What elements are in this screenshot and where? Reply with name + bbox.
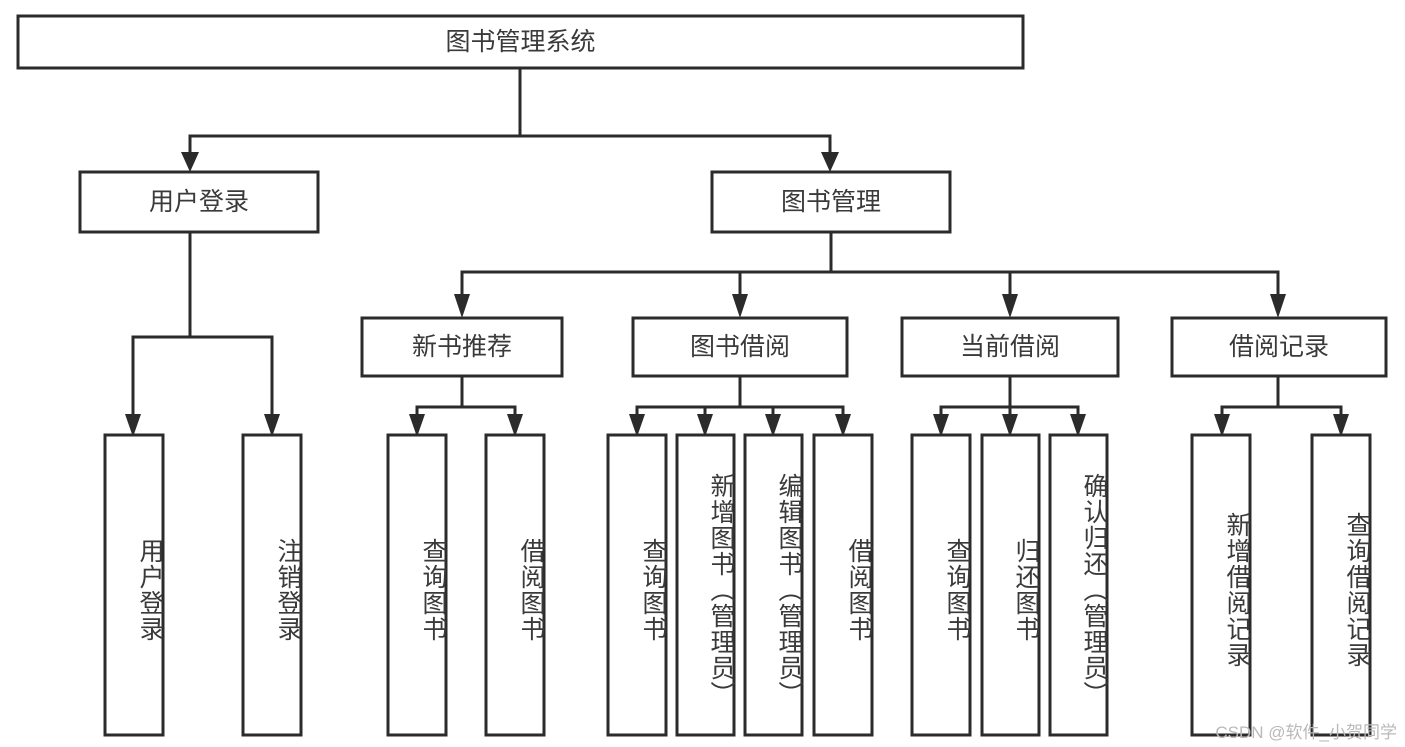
arrow-head-nbr-leaf-1: [409, 414, 425, 437]
arrow-head-bb-leaf-2: [697, 414, 713, 437]
arrow-head-to-book-mgmt: [821, 152, 839, 172]
arrow-head-user-login-leaf-1: [125, 414, 141, 437]
connector-current-borrow-bus: [939, 374, 1080, 420]
node-new-book-recommend-box[interactable]: [360, 316, 564, 378]
node-borrow-records-box[interactable]: [1170, 316, 1388, 378]
connector-book-mgmt-bus: [460, 230, 1280, 299]
node-root-box[interactable]: [16, 14, 1025, 70]
leaf-box-user-login-0[interactable]: [103, 433, 165, 737]
leaf-box-nbr-0[interactable]: [386, 433, 448, 737]
leaf-box-br-0[interactable]: [1190, 433, 1252, 737]
arrow-head-to-new-book-recommend: [454, 294, 470, 318]
node-book-borrow-box[interactable]: [631, 316, 849, 378]
arrow-head-cb-leaf-3: [1070, 414, 1086, 437]
leaf-box-br-1[interactable]: [1310, 433, 1372, 737]
arrow-head-to-book-borrow: [732, 294, 748, 318]
leaf-box-cb-0[interactable]: [910, 433, 972, 737]
leaf-box-bb-2[interactable]: [743, 433, 804, 737]
leaf-box-bb-0[interactable]: [606, 433, 668, 737]
arrow-head-bb-leaf-4: [835, 414, 851, 437]
leaf-box-bb-3[interactable]: [812, 433, 874, 737]
arrow-head-to-user-login: [181, 152, 199, 172]
leaf-box-nbr-1[interactable]: [484, 433, 546, 737]
arrow-head-bb-leaf-1: [629, 414, 645, 437]
arrow-head-br-leaf-2: [1333, 414, 1349, 437]
connector-user-login-bus: [131, 230, 274, 420]
arrow-head-to-borrow-records: [1270, 294, 1286, 318]
arrow-head-to-current-borrow: [1002, 294, 1018, 318]
leaf-box-bb-1[interactable]: [675, 433, 736, 737]
node-book-management-box[interactable]: [710, 170, 952, 234]
leaf-box-cb-2[interactable]: [1048, 433, 1109, 737]
arrow-head-cb-leaf-2: [1002, 414, 1018, 437]
arrow-head-user-login-leaf-2: [264, 414, 280, 437]
connector-book-borrow-bus: [635, 374, 845, 420]
connector-borrow-records-bus: [1220, 374, 1343, 420]
arrow-head-bb-leaf-3: [765, 414, 781, 437]
connector-root-bus: [188, 66, 832, 157]
connector-new-book-recommend-bus: [415, 374, 517, 420]
arrow-head-cb-leaf-1: [933, 414, 949, 437]
node-current-borrow-box[interactable]: [900, 316, 1120, 378]
arrow-head-nbr-leaf-2: [507, 414, 523, 437]
leaf-box-cb-1[interactable]: [980, 433, 1041, 737]
leaf-box-user-login-1[interactable]: [241, 433, 303, 737]
node-user-login-box[interactable]: [78, 170, 320, 234]
arrow-head-br-leaf-1: [1214, 414, 1230, 437]
